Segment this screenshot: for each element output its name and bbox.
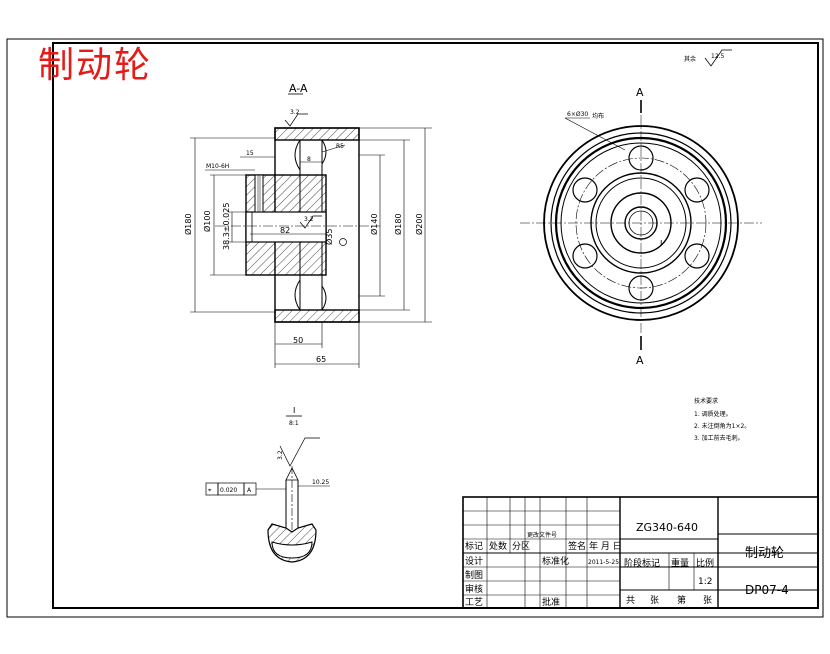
dim-d180-right: Ø180: [393, 213, 403, 235]
sheet-unit-1: 张: [650, 595, 659, 606]
sheet-outer-border: [6, 38, 824, 618]
tol-symbol: ⌖: [208, 487, 212, 494]
dim-d100: Ø100: [202, 210, 212, 232]
detail-view: I 8:1 3.2 10.25 ⌖ 0.020 A: [205, 406, 330, 563]
dim-d200: Ø200: [414, 213, 424, 235]
roughness-detail: 3.2: [277, 450, 284, 460]
dim-d35: Ø35: [324, 229, 334, 245]
section-label: A-A: [289, 82, 308, 95]
title-block: [462, 496, 819, 609]
zone-label: 分区: [512, 541, 530, 552]
overlay-title: 制动轮: [38, 45, 153, 86]
roughness-top: 3.2: [290, 109, 300, 116]
dim-15: 15: [246, 150, 254, 157]
standardize-label: 标准化: [542, 555, 569, 567]
sheet-total-label: 共: [626, 595, 635, 606]
section-view: A-A: [183, 82, 432, 368]
technical-requirements: 技术要求 1. 调质处理。 2. 未注倒角为1×2。 3. 加工前去毛刺。: [694, 397, 750, 442]
dim-d383: 38.3±0.025: [222, 203, 231, 250]
tech-req-item-1: 1. 调质处理。: [694, 410, 732, 418]
dim-r5: R5: [336, 143, 344, 150]
title-block-text: ZG340-640 制动轮 DP07-4 阶段标记 重量 比例 1:2 共 张 …: [465, 521, 789, 608]
sheet-unit-2: 张: [703, 595, 712, 606]
dim-82: 82: [280, 226, 290, 235]
holes-suffix: 均布: [592, 112, 604, 120]
rim-bottom: [274, 309, 360, 323]
drawing-number: DP07-4: [745, 583, 789, 597]
count-label: 处数: [489, 540, 507, 552]
chamfer-dim: 10.25: [312, 479, 329, 486]
draw-label: 制图: [465, 569, 483, 581]
dim-m10: M10-6H: [206, 163, 229, 170]
scale-value: 1:2: [698, 577, 712, 587]
sign-label: 签名: [568, 540, 586, 552]
roughness-bore: 3.2: [304, 216, 314, 223]
tech-req-item-3: 3. 加工前去毛刺。: [694, 434, 744, 442]
tol-datum: A: [247, 487, 252, 494]
detail-mark: I: [660, 239, 662, 248]
detail-scale: 8:1: [289, 420, 299, 427]
weight-label: 重量: [671, 557, 689, 569]
approve-label: 批准: [542, 596, 560, 608]
section-mark-bottom: A: [636, 354, 644, 367]
tech-req-item-2: 2. 未注倒角为1×2。: [694, 422, 750, 430]
dim-8: 8: [307, 156, 311, 163]
date-label: 年 月 日: [589, 540, 622, 552]
dim-65: 65: [316, 355, 326, 364]
roughness-default-value: 12.5: [711, 53, 725, 60]
detail-label: I: [293, 406, 295, 415]
part-name: 制动轮: [745, 546, 784, 561]
section-mark-top: A: [636, 86, 644, 99]
mark-label: 标记: [465, 540, 483, 552]
dim-d180-left: Ø180: [183, 213, 193, 235]
default-roughness: 其余 12.5: [684, 49, 732, 67]
dim-d140: Ø140: [369, 213, 379, 235]
roughness-note: 其余: [684, 55, 696, 63]
check-label: 审核: [465, 583, 483, 595]
dim-50: 50: [293, 336, 303, 345]
change-doc-label: 更改文件号: [527, 531, 557, 539]
date-value: 2011-5-25: [588, 559, 619, 566]
stage-label: 阶段标记: [624, 557, 660, 569]
tol-value: 0.020: [220, 487, 237, 494]
rim-top: [274, 127, 360, 141]
tech-req-title: 技术要求: [694, 397, 718, 405]
design-label: 设计: [465, 555, 483, 567]
material: ZG340-640: [636, 521, 698, 534]
craft-label: 工艺: [465, 597, 483, 608]
holes-label: 6×Ø30: [567, 111, 588, 118]
scale-label: 比例: [696, 557, 714, 569]
front-view: A A 6×Ø30 均布 I: [520, 86, 762, 367]
sheet-of-label: 第: [677, 594, 686, 606]
sheet-inner-border: [52, 42, 819, 609]
